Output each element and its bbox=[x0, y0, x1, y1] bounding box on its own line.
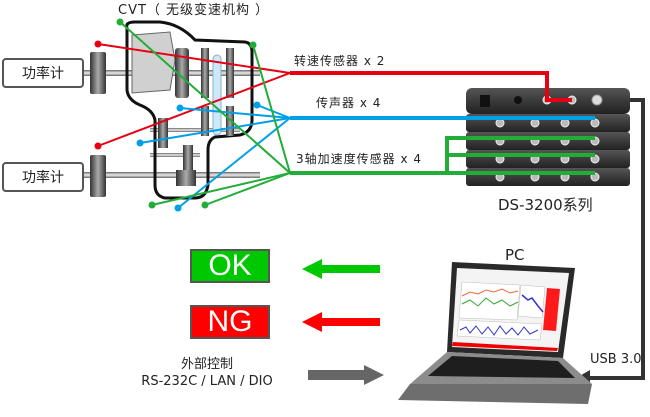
pulley-primary-2 bbox=[226, 48, 234, 98]
final-gear bbox=[176, 170, 196, 186]
rpm-sensor-label: 转速传感器 x 2 bbox=[294, 54, 386, 68]
accel-point bbox=[249, 41, 257, 49]
rpm-sensor-point bbox=[94, 40, 102, 48]
screen-chart-2 bbox=[517, 284, 546, 319]
bnc-connector bbox=[495, 118, 505, 128]
device-module-4 bbox=[466, 168, 630, 186]
accelerometer-leads bbox=[116, 18, 291, 209]
rpm-trunk bbox=[290, 71, 572, 102]
mic-point bbox=[174, 204, 182, 212]
reduction-gear-2 bbox=[183, 145, 193, 175]
device-module-2 bbox=[466, 132, 630, 150]
rpm-sensor-lead bbox=[97, 43, 291, 74]
pc-label: PC bbox=[505, 246, 525, 264]
ext-arrow-shaft bbox=[308, 370, 366, 380]
power-meter-bottom: 功率计 bbox=[2, 162, 84, 192]
accel-lead bbox=[119, 21, 291, 174]
accel-point bbox=[116, 18, 124, 26]
bnc-connector bbox=[590, 118, 600, 128]
ok-indicator: OK bbox=[190, 249, 270, 283]
cvt-housing bbox=[125, 20, 254, 200]
bnc-connector bbox=[560, 118, 570, 128]
ok-arrow-shaft bbox=[318, 265, 380, 273]
ng-indicator: NG bbox=[190, 305, 270, 339]
mic-lead bbox=[256, 104, 291, 119]
rpm-sensor-leads bbox=[94, 40, 291, 150]
mic-point bbox=[253, 101, 261, 109]
coupling-top bbox=[90, 52, 106, 94]
microphone-leads bbox=[136, 101, 291, 212]
mic-point bbox=[176, 104, 184, 112]
pulley-secondary bbox=[201, 106, 209, 136]
power-meter-label: 功率计 bbox=[22, 170, 64, 186]
accel-point bbox=[148, 201, 156, 209]
cvt-title: CVT（ 无级变速机构 ） bbox=[118, 3, 270, 18]
output-shaft bbox=[80, 172, 260, 178]
accelerometer-label: 3轴加速度传感器 x 4 bbox=[296, 152, 423, 166]
mic-lead bbox=[179, 107, 291, 119]
usb-label: USB 3.0 bbox=[590, 352, 642, 367]
screen-judge-panel bbox=[543, 288, 560, 331]
accel-trunk bbox=[290, 136, 595, 175]
external-control-interfaces: RS-232C / LAN / DIO bbox=[141, 374, 273, 389]
accel-lead bbox=[252, 44, 291, 174]
microphone-label: 传声器 x 4 bbox=[316, 96, 382, 110]
power-meter-label: 功率计 bbox=[22, 66, 64, 82]
ng-label: NG bbox=[207, 305, 253, 338]
bnc-connector bbox=[530, 118, 540, 128]
torque-converter bbox=[131, 31, 176, 94]
ng-arrow-shaft bbox=[318, 318, 380, 326]
external-control: 外部控制 RS-232C / LAN / DIO bbox=[132, 356, 282, 390]
screen-waveform bbox=[456, 319, 543, 341]
ok-arrowhead bbox=[302, 259, 322, 279]
rpm-sensor-point bbox=[94, 142, 102, 150]
accel-point bbox=[201, 201, 209, 209]
external-control-title: 外部控制 bbox=[180, 357, 233, 372]
power-meter-top: 功率计 bbox=[2, 58, 84, 88]
mic-lead bbox=[139, 117, 291, 144]
ok-label: OK bbox=[208, 249, 252, 282]
laptop bbox=[398, 262, 592, 404]
accel-lead bbox=[204, 172, 291, 206]
jack bbox=[514, 96, 522, 104]
accel-lead bbox=[151, 172, 291, 206]
laptop-keyboard bbox=[428, 356, 575, 378]
reduction-gear bbox=[158, 118, 168, 148]
device-label: DS-3200系列 bbox=[498, 196, 593, 214]
power-switch bbox=[480, 95, 490, 107]
pulley-primary bbox=[201, 48, 209, 98]
usb-port bbox=[591, 94, 603, 106]
counter-shaft-2 bbox=[150, 153, 200, 157]
mic-point bbox=[136, 139, 144, 147]
coupling-bottom bbox=[90, 155, 106, 197]
ng-arrowhead bbox=[302, 312, 322, 332]
cvt-belt bbox=[212, 54, 222, 136]
usb-cable bbox=[588, 98, 645, 380]
counter-shaft bbox=[150, 128, 240, 132]
mic-lead bbox=[177, 117, 291, 209]
gear bbox=[175, 48, 189, 98]
ext-arrowhead bbox=[364, 365, 384, 385]
device-module-3 bbox=[466, 150, 630, 168]
